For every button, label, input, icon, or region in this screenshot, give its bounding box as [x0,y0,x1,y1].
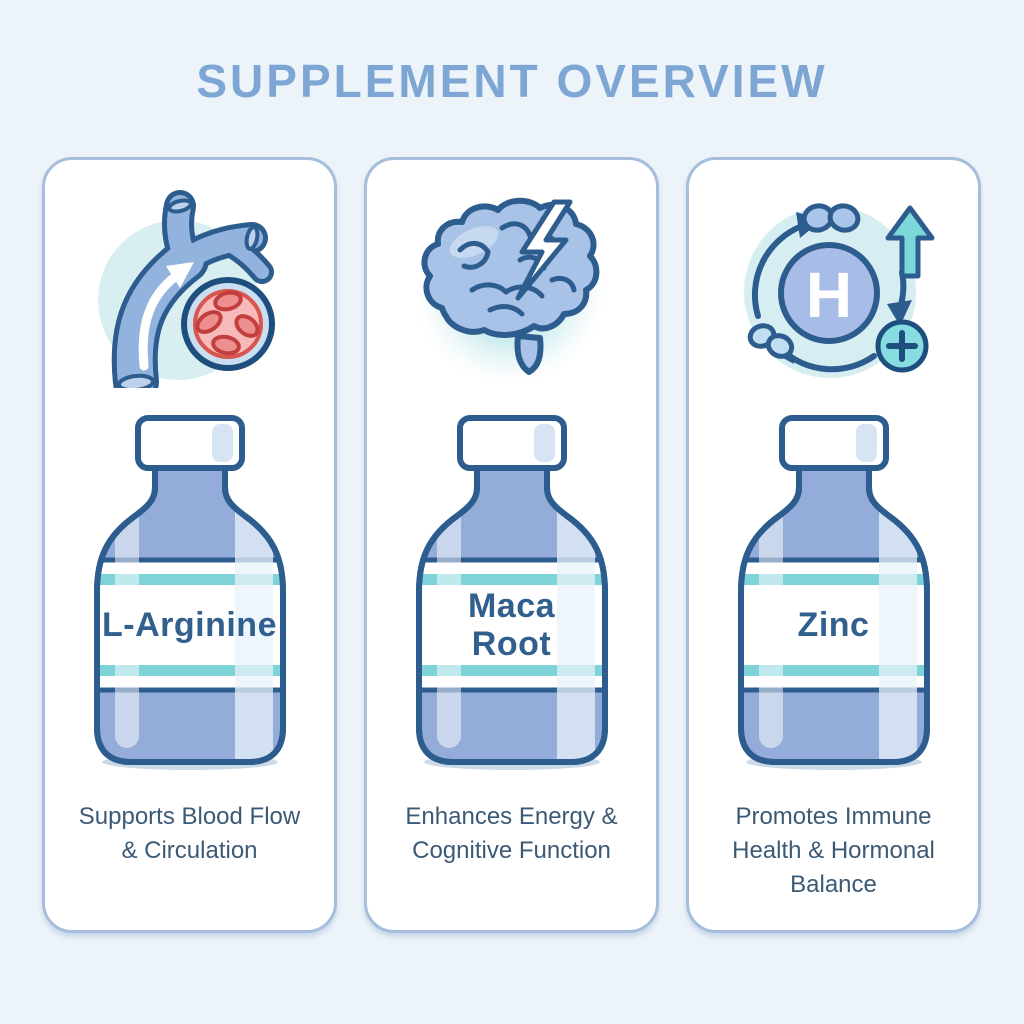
hormone-balance-icon: H [724,188,944,388]
supplement-card-zinc: H [686,157,981,933]
supplement-card-maca-root: Maca Root Enhances Energy & Cognitive Fu… [364,157,659,933]
bottle-graphic [415,415,608,770]
bottle-graphic [93,415,286,770]
supplement-bottle: L-Arginine [85,410,295,770]
benefit-text: Promotes Immune Health & Hormonal Balanc… [732,803,935,899]
benefit-text: Enhances Energy & Cognitive Function [405,803,618,865]
page-title: SUPPLEMENT OVERVIEW [196,55,828,107]
blood-flow-icon [80,188,300,405]
bottle-label: Maca Root [467,586,556,663]
supplement-bottle: Maca Root [407,410,617,770]
bottle-label: L-Arginine [102,605,277,644]
brain-energy-icon [402,188,622,388]
benefit-text: Supports Blood Flow & Circulation [78,803,301,865]
supplement-bottle: Zinc [729,410,939,770]
hormone-letter: H [805,259,851,331]
bottle-label: Zinc [797,605,870,644]
bottle-graphic [737,415,930,770]
supplement-card-l-arginine: L-Arginine Supports Blood Flow & Circula… [42,157,337,933]
